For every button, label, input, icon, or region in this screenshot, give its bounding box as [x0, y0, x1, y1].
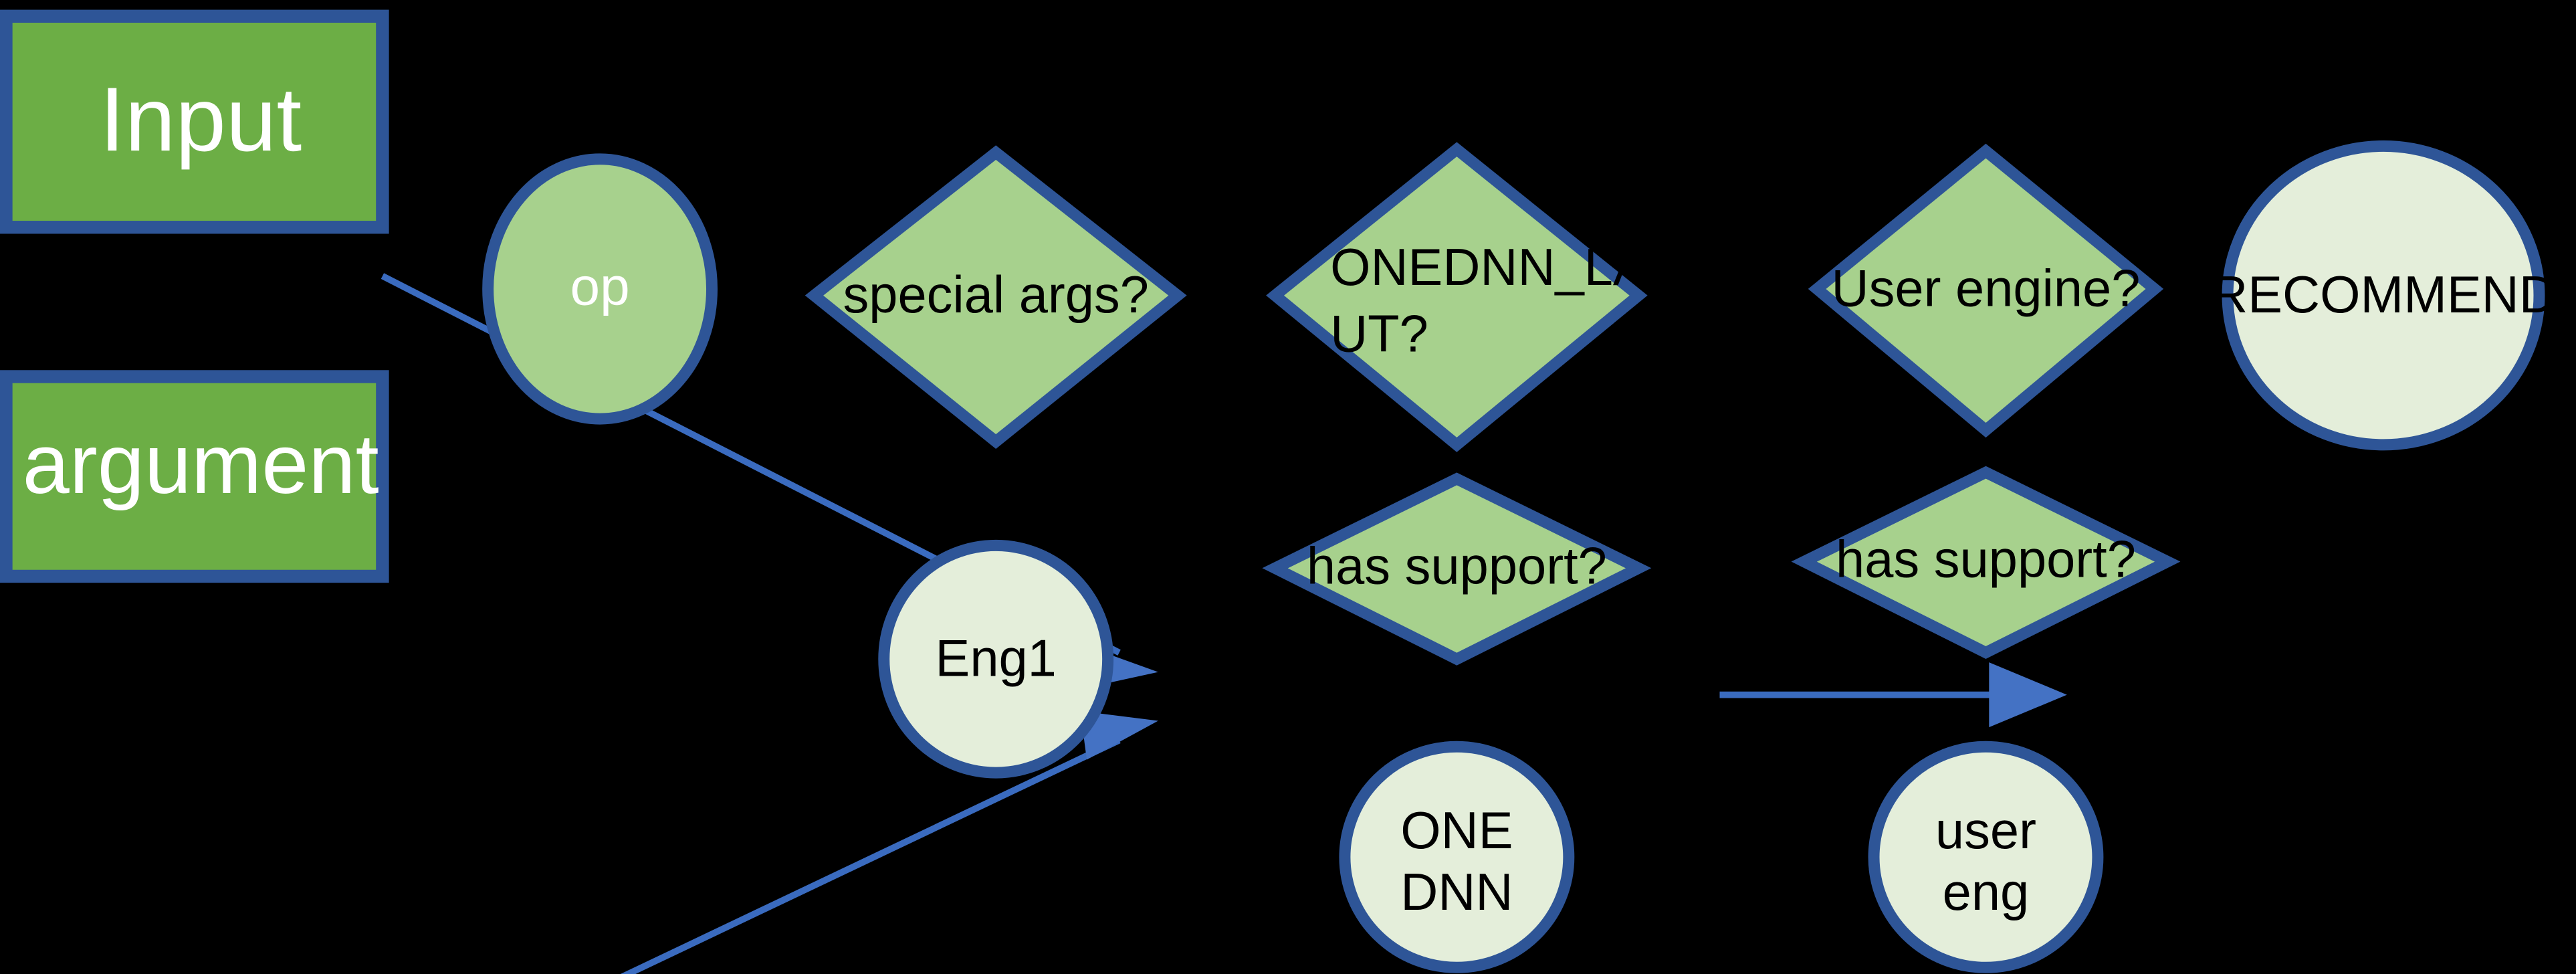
node-eng1[interactable]: Eng1 — [878, 539, 1114, 779]
eng1-ellipse-shape[interactable] — [878, 539, 1114, 779]
eng1-label: Eng1 — [936, 630, 1057, 688]
arrowhead-argument-op — [1080, 710, 1158, 760]
node-op[interactable]: op — [482, 153, 718, 425]
edge-line-argument-op — [620, 737, 1121, 974]
special-args-label: special args? — [843, 266, 1148, 324]
node-input[interactable]: Input — [0, 9, 389, 234]
node-user-eng[interactable]: user eng — [1868, 741, 2104, 973]
op-ellipse-shape[interactable] — [482, 153, 718, 425]
one-dnn-label-line2: DNN — [1400, 864, 1513, 921]
input-box-shape[interactable] — [0, 9, 389, 234]
edge-argument-to-op — [620, 710, 1158, 974]
node-argument[interactable]: argument — [0, 370, 389, 583]
user-engine-label: User engine? — [1832, 260, 2141, 317]
edge-op-to-special-args — [1719, 662, 2067, 728]
argument-box-shape[interactable] — [0, 370, 389, 583]
user-eng-ellipse-shape[interactable] — [1868, 741, 2104, 973]
node-recommend[interactable]: RECOMMEND — [2210, 140, 2557, 451]
onednn-layout-label-line2: UT? — [1330, 305, 1428, 363]
argument-box-label: argument — [23, 417, 379, 511]
special-args-diamond-shape[interactable] — [804, 145, 1187, 449]
node-user-engine[interactable]: User engine? — [1808, 143, 2164, 438]
recommend-ellipse-shape[interactable] — [2222, 140, 2545, 451]
has-support-2-diamond-shape[interactable] — [1791, 466, 2181, 660]
node-has-support-1[interactable]: has support? — [1262, 472, 1652, 666]
user-eng-label-line1: user — [1935, 802, 2036, 860]
node-one-dnn[interactable]: ONE DNN — [1339, 741, 1575, 973]
onednn-layout-label-line1: ONEDNN_LAYO — [1330, 239, 1719, 296]
arrowhead-op-special — [1989, 662, 2067, 728]
recommend-label: RECOMMEND — [2210, 266, 2557, 324]
node-has-support-2[interactable]: has support? — [1791, 466, 2181, 660]
op-label: op — [570, 257, 630, 316]
user-engine-diamond-shape[interactable] — [1808, 143, 2164, 438]
node-onednn-layout[interactable]: ONEDNN_LAYO UT? — [1266, 142, 1719, 452]
one-dnn-ellipse-shape[interactable] — [1339, 741, 1575, 973]
has-support-1-diamond-shape[interactable] — [1262, 472, 1652, 666]
has-support-2-label: has support? — [1836, 531, 2136, 589]
has-support-1-label: has support? — [1307, 537, 1607, 595]
user-eng-label-line2: eng — [1943, 864, 2030, 921]
input-box-label: Input — [100, 68, 302, 170]
node-special-args[interactable]: special args? — [804, 145, 1187, 449]
one-dnn-label-line1: ONE — [1400, 802, 1513, 860]
onednn-layout-diamond-shape[interactable] — [1266, 142, 1648, 452]
